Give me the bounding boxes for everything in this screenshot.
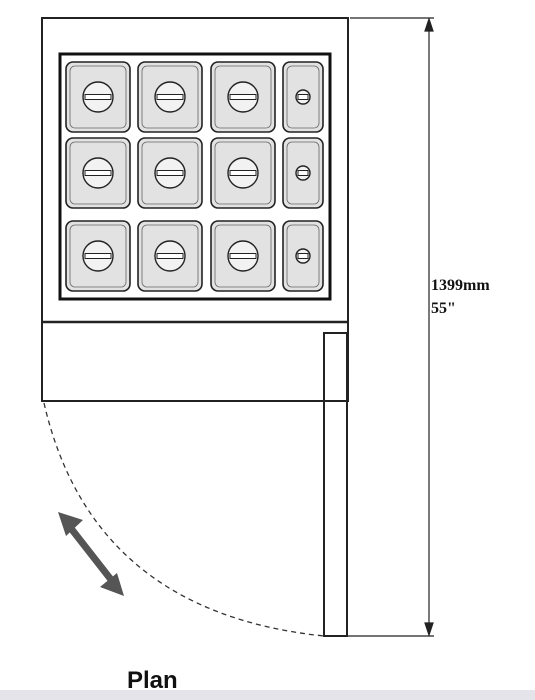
pan-lid-handle xyxy=(84,253,112,259)
pan-inner-rim xyxy=(141,224,199,288)
pan-inner-rim xyxy=(286,141,320,205)
pan-inner-rim xyxy=(286,224,320,288)
pan-lid-handle xyxy=(156,170,184,176)
dimension-metric-label: 1399mm xyxy=(431,277,490,294)
pan-lid-handle xyxy=(156,94,184,100)
plan-label: Plan xyxy=(127,667,178,694)
pan-inner-rim xyxy=(141,141,199,205)
pan-well xyxy=(58,52,332,301)
pan-inner-rim xyxy=(214,141,272,205)
pan-lid-handle xyxy=(84,94,112,100)
dimension-arrow-top xyxy=(424,17,434,32)
cabinet-body xyxy=(41,17,349,402)
pan-inner-rim xyxy=(69,224,127,288)
pan-inner-rim xyxy=(214,65,272,129)
pan-lid-handle xyxy=(297,94,309,100)
pan-inner-rim xyxy=(69,141,127,205)
pan-lid-handle xyxy=(297,253,309,259)
pan-inner-rim xyxy=(214,224,272,288)
pan-lid-handle xyxy=(156,253,184,259)
pan-inner-rim xyxy=(69,65,127,129)
cabinet-outline xyxy=(41,17,349,637)
footer-strip xyxy=(0,690,535,700)
dimension-line xyxy=(348,17,434,637)
door-swing-arc xyxy=(43,402,325,637)
pan-lid-handle xyxy=(297,170,309,176)
pan-lid-handle xyxy=(229,170,257,176)
dimension-imperial-label: 55" xyxy=(431,300,456,317)
swing-double-arrow xyxy=(58,512,124,596)
pan-inner-rim xyxy=(141,65,199,129)
pan-lid-handle xyxy=(229,94,257,100)
pan-lid-handle xyxy=(229,253,257,259)
pan-inner-rim xyxy=(286,65,320,129)
pan-grid xyxy=(65,61,324,292)
pan-lid-handle xyxy=(84,170,112,176)
cabinet-door xyxy=(323,332,348,637)
dimension-arrow-bottom xyxy=(424,622,434,637)
